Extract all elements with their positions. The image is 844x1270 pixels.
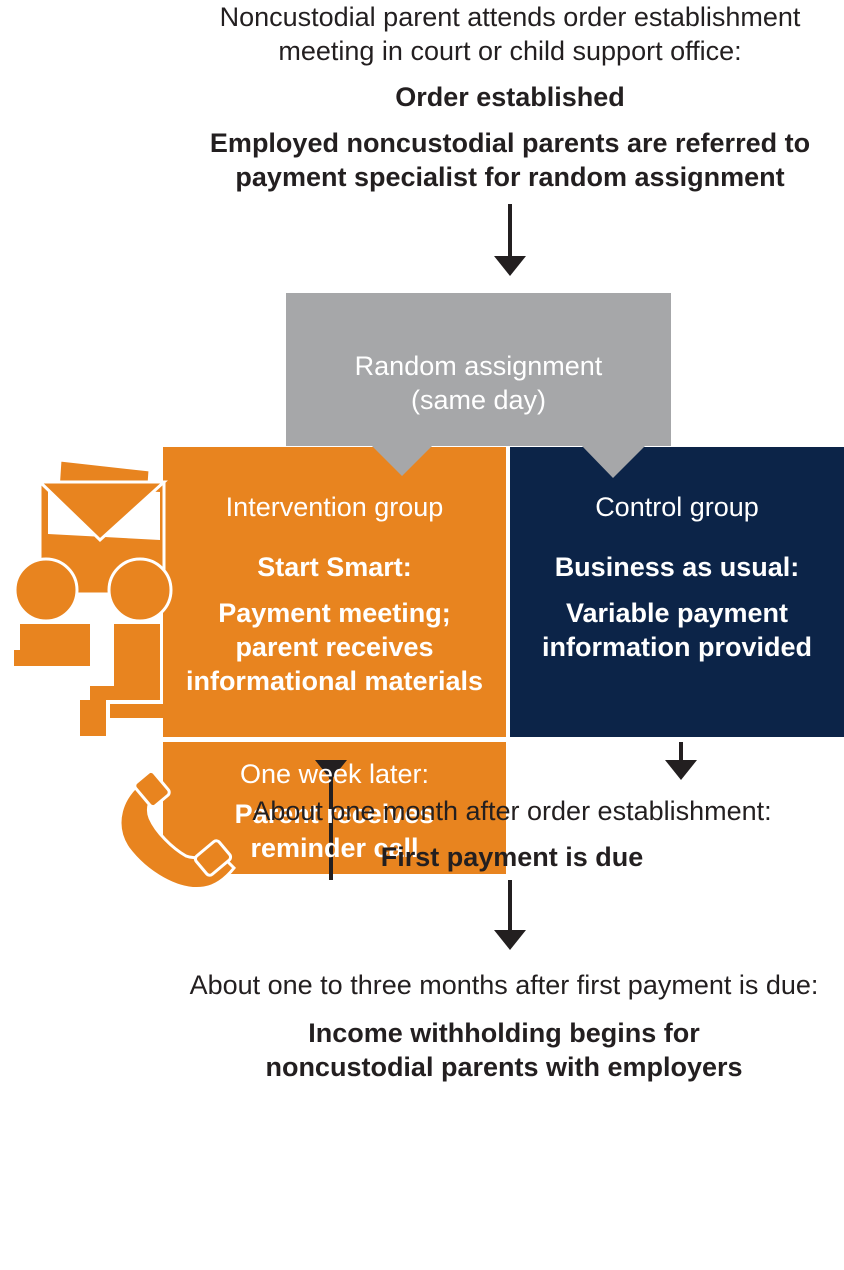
notch-control	[582, 446, 645, 478]
control-program: Business as usual:	[554, 552, 800, 582]
referral-line-2: payment specialist for random assignment	[235, 162, 785, 192]
intro-line-1: Noncustodial parent attends order establ…	[219, 2, 801, 32]
control-title: Control group	[595, 492, 759, 522]
notch-intervention	[372, 446, 432, 476]
referral-line-1: Employed noncustodial parents are referr…	[209, 128, 811, 158]
first-payment-timing: About one month after order establishmen…	[252, 796, 772, 826]
arrow-down-icon	[665, 742, 697, 780]
first-payment-label: First payment is due	[380, 842, 644, 872]
arrow-down-icon	[315, 760, 347, 880]
reminder-line-1: Parent receives	[234, 799, 435, 829]
withholding-line-1: Income withholding begins for	[308, 1018, 700, 1048]
withholding-line-2: noncustodial parents with employers	[265, 1052, 743, 1082]
intervention-title: Intervention group	[225, 492, 444, 522]
random-assignment-line-1: Random assignment	[354, 351, 603, 381]
withholding-text: Income withholding begins for noncustodi…	[164, 1016, 844, 1084]
random-assignment-label: Random assignment (same day)	[286, 349, 671, 417]
intro-text: Noncustodial parent attends order establ…	[150, 0, 844, 68]
intro-line-2: meeting in court or child support office…	[278, 36, 742, 66]
intervention-box	[163, 447, 506, 737]
arrow-down-icon	[494, 880, 526, 950]
random-assignment-box	[286, 293, 671, 446]
control-content: Control group Business as usual: Variabl…	[510, 490, 844, 664]
withholding-timing: About one to three months after first pa…	[189, 970, 819, 1000]
random-assignment-line-2: (same day)	[410, 385, 547, 415]
arrow-down-icon	[494, 204, 526, 276]
phone-icon	[118, 769, 237, 890]
control-box	[510, 447, 844, 737]
intervention-desc-line-2: parent receives	[235, 632, 434, 662]
order-established: Order established	[395, 82, 625, 112]
intervention-desc-line-1: Payment meeting;	[218, 598, 451, 628]
intervention-desc-line-3: informational materials	[185, 666, 484, 696]
referral-text: Employed noncustodial parents are referr…	[150, 126, 844, 194]
meeting-people-icon	[13, 557, 173, 736]
intervention-content: Intervention group Start Smart: Payment …	[163, 490, 506, 698]
intervention-program: Start Smart:	[257, 552, 412, 582]
reminder-line-2: reminder call	[250, 833, 419, 863]
control-desc-line-2: information provided	[542, 632, 812, 662]
reminder-timing: One week later:	[239, 759, 430, 789]
control-desc-line-1: Variable payment	[565, 598, 789, 628]
envelope-icon	[36, 458, 168, 596]
reminder-content: One week later: Parent receives reminder…	[163, 757, 506, 865]
